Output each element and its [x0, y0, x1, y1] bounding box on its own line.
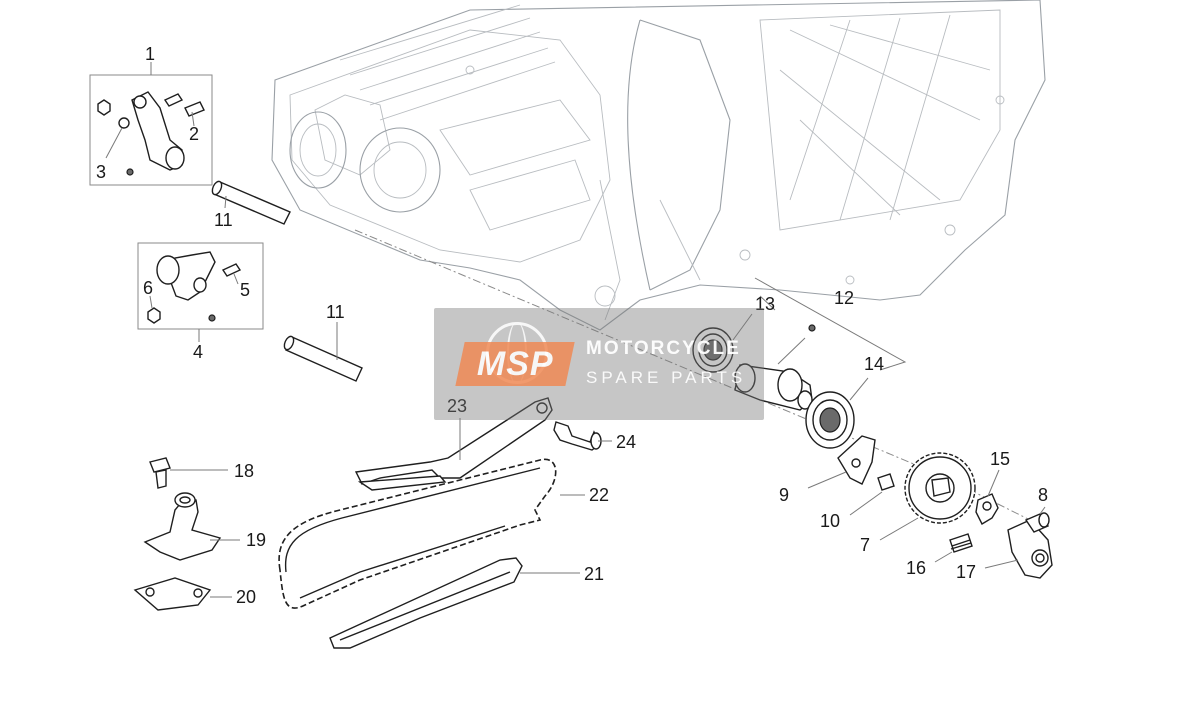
callout-13: 13	[755, 294, 775, 314]
callout-23: 23	[447, 396, 467, 416]
callout-4: 4	[193, 342, 203, 362]
msp-logo: MSP	[455, 342, 575, 386]
callout-10: 10	[820, 511, 840, 531]
callout-11a: 11	[214, 210, 233, 230]
callout-7: 7	[860, 535, 870, 555]
chain-slide-21	[329, 557, 580, 649]
group-box-4	[137, 242, 264, 342]
callout-3: 3	[96, 162, 106, 182]
callout-5: 5	[240, 280, 250, 300]
screw-8	[1024, 506, 1050, 533]
spring-16	[934, 533, 973, 563]
callout-20: 20	[236, 587, 256, 607]
timing-chain-22	[278, 458, 585, 609]
engine-crankcase	[271, 0, 1046, 331]
group-box-1	[89, 62, 213, 186]
gasket-20	[133, 577, 232, 611]
pin-11-lower	[283, 322, 363, 382]
watermark: MSP MOTORCYCLE SPARE PARTS	[434, 308, 764, 420]
watermark-line2: SPARE PARTS	[586, 368, 747, 387]
callout-labels: 1 2 3 11 6 5 4 11 13 12 14 23 24 18 22 9…	[96, 44, 1048, 607]
callout-14: 14	[864, 354, 884, 374]
callout-8: 8	[1038, 485, 1048, 505]
tensioner-19	[143, 492, 240, 561]
msp-logo-text: MSP	[476, 344, 554, 383]
callout-2: 2	[189, 124, 199, 144]
callout-15: 15	[990, 449, 1010, 469]
chain-guide-23	[354, 397, 553, 491]
pin-11-upper	[211, 180, 291, 225]
callout-16: 16	[906, 558, 926, 578]
callout-12: 12	[834, 288, 854, 308]
callout-22: 22	[589, 485, 609, 505]
sprocket-7	[879, 452, 976, 541]
callout-19: 19	[246, 530, 266, 550]
bolt-18	[149, 457, 228, 489]
callout-1: 1	[145, 44, 155, 64]
plate-9	[807, 435, 876, 489]
callout-18: 18	[234, 461, 254, 481]
watermark-line1: MOTORCYCLE	[586, 338, 741, 359]
screw-10	[849, 473, 895, 516]
camshaft-group-12	[692, 277, 907, 449]
callout-9: 9	[779, 485, 789, 505]
decompressor-15	[975, 469, 1000, 525]
counterweight-17	[984, 519, 1053, 579]
callout-6: 6	[143, 278, 153, 298]
callout-11b: 11	[326, 302, 345, 322]
callout-17: 17	[956, 562, 976, 582]
callout-21: 21	[584, 564, 604, 584]
bolt-24	[553, 421, 612, 451]
callout-24: 24	[616, 432, 636, 452]
